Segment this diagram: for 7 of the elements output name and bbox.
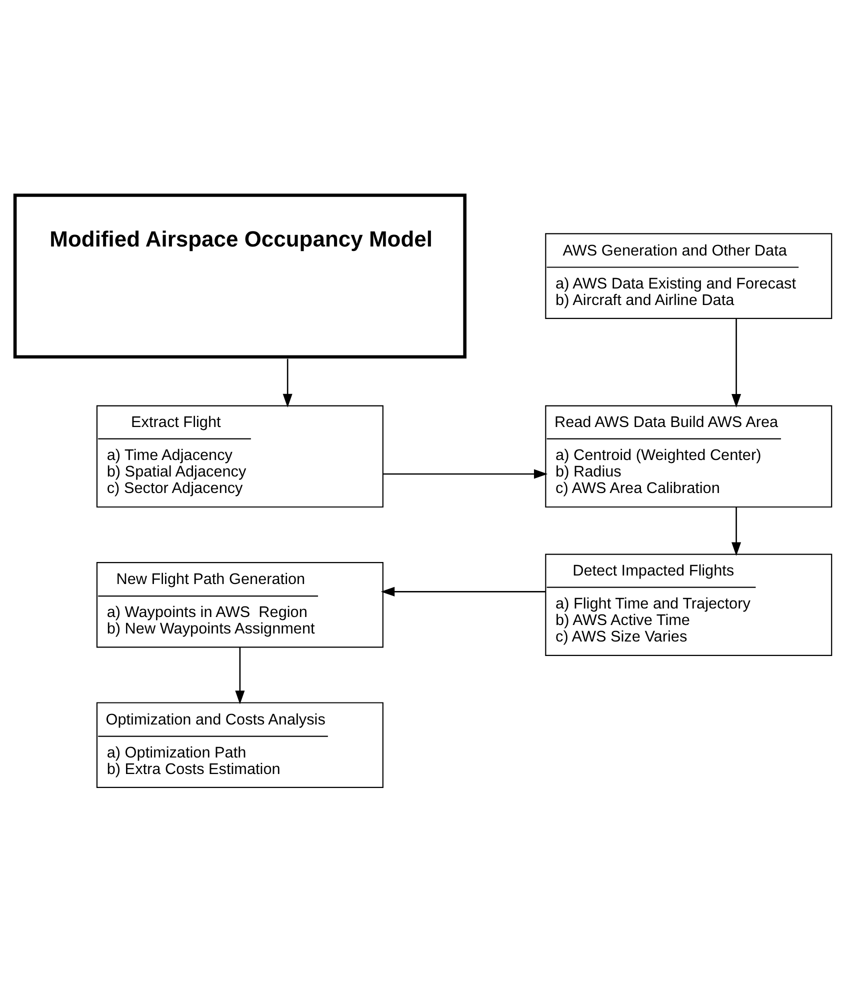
arrow: [382, 469, 548, 479]
arrow: [234, 647, 244, 704]
arrow: [282, 358, 292, 408]
arrow: [731, 318, 741, 408]
arrow: [731, 507, 741, 556]
arrow: [380, 586, 545, 596]
node-box: Modified Airspace Occupancy Model: [12, 194, 466, 359]
